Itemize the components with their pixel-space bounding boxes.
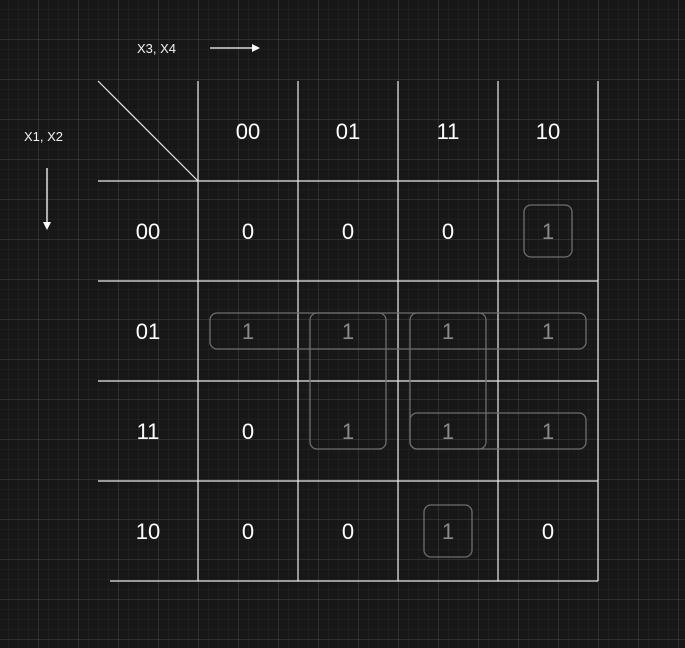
column-header: 01 <box>336 119 360 144</box>
row-11-pair-group <box>409 412 587 450</box>
cell-value: 0 <box>242 219 254 244</box>
row-header: 10 <box>136 519 160 544</box>
cell-value: 0 <box>442 219 454 244</box>
row-01-group <box>209 312 587 350</box>
cell-value: 0 <box>242 419 254 444</box>
cell-value: 0 <box>342 519 354 544</box>
column-headers: 00 01 11 10 <box>236 119 560 144</box>
column-header: 00 <box>236 119 260 144</box>
row-variables-label: X1, X2 <box>24 129 64 144</box>
row-headers: 00 01 11 10 <box>136 219 160 544</box>
cell-value: 1 <box>342 419 354 444</box>
single-10-11-group <box>423 504 473 558</box>
column-header: 10 <box>536 119 560 144</box>
cell-value: 0 <box>242 519 254 544</box>
col-01-group <box>309 312 387 450</box>
cell-value: 0 <box>542 519 554 544</box>
map-grid <box>97 80 599 582</box>
corner-diagonal <box>97 80 199 182</box>
row-header: 01 <box>136 319 160 344</box>
column-variables-label: X3, X4 <box>137 41 177 56</box>
map-cells: 0 0 0 1 1 1 1 1 0 1 1 1 0 0 1 0 <box>242 219 554 544</box>
row-header: 00 <box>136 219 160 244</box>
cell-value: 1 <box>442 419 454 444</box>
groupings-layer <box>209 204 587 558</box>
cell-value: 0 <box>342 219 354 244</box>
row-header: 11 <box>137 419 160 444</box>
column-header: 11 <box>437 119 460 144</box>
cell-value: 1 <box>542 319 554 344</box>
cell-value: 1 <box>342 319 354 344</box>
cell-value: 1 <box>442 319 454 344</box>
cell-value: 1 <box>242 319 254 344</box>
single-00-10-group <box>523 204 573 258</box>
cell-value: 1 <box>442 519 454 544</box>
cell-value: 1 <box>542 419 554 444</box>
cell-value: 1 <box>542 219 554 244</box>
